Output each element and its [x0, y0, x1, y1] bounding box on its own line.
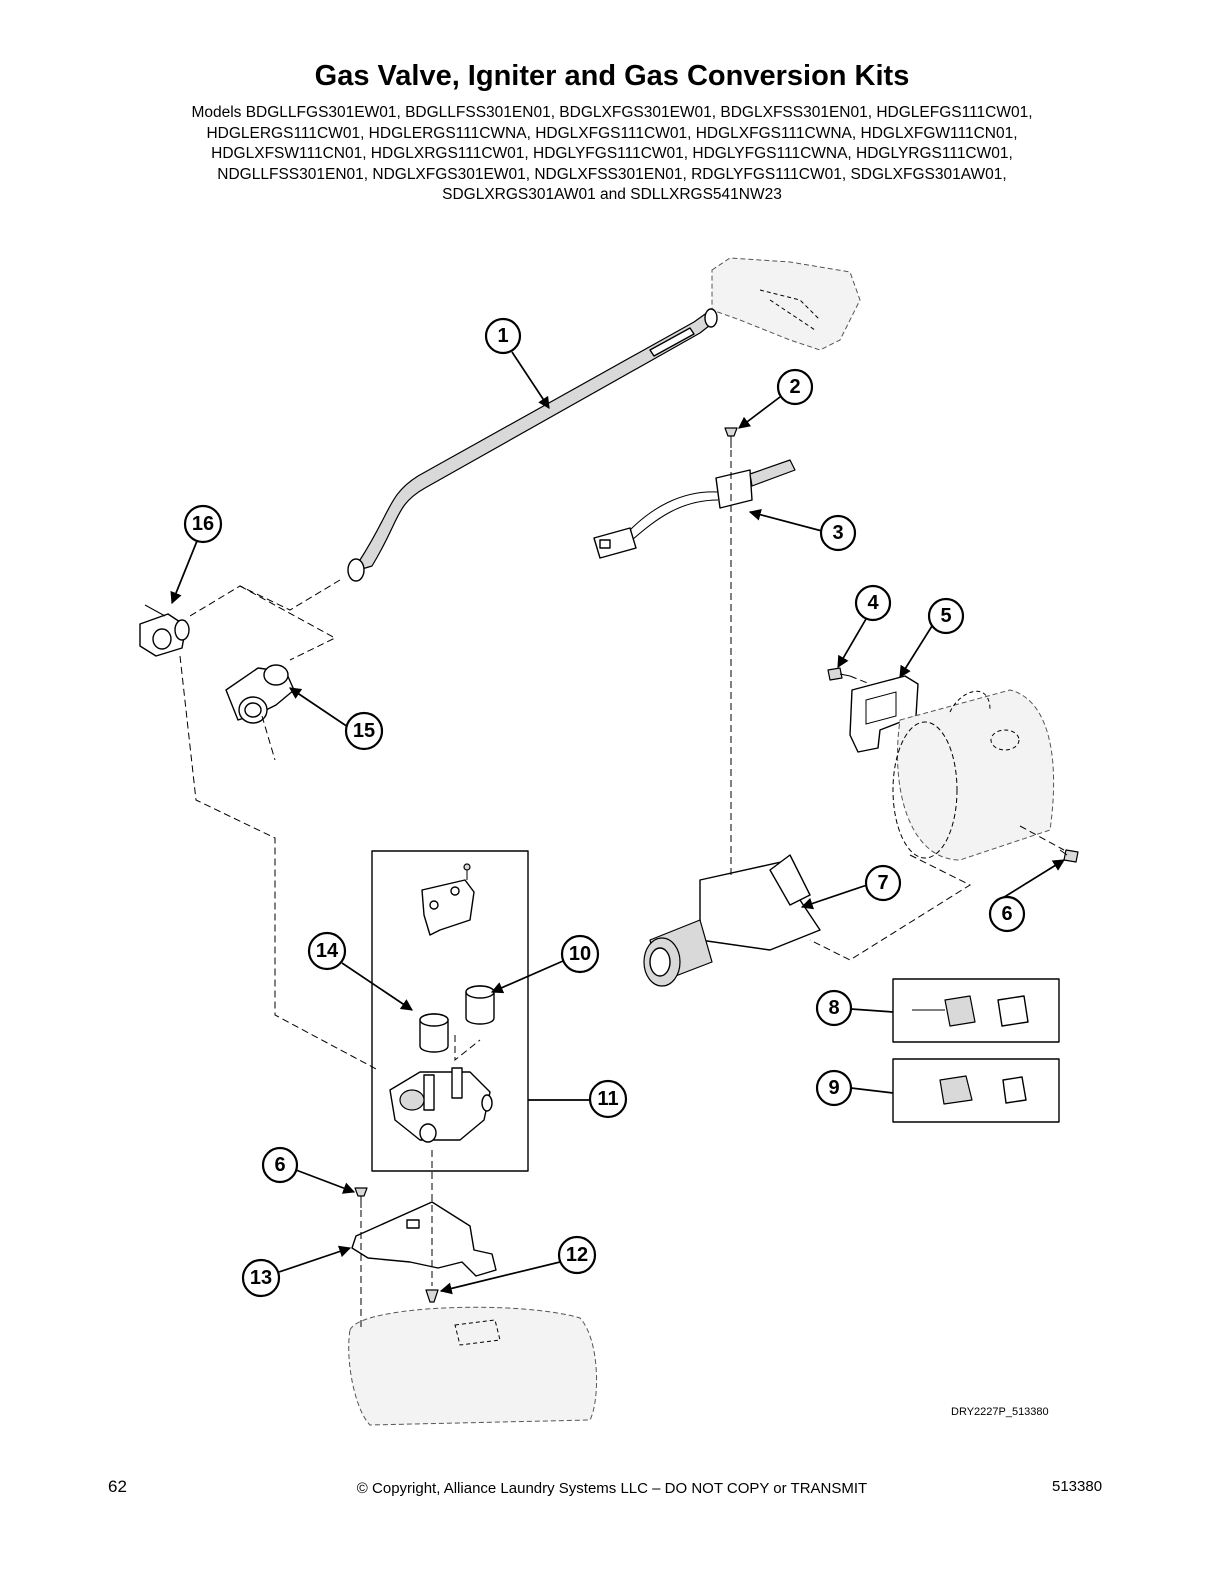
svg-text:5: 5 [940, 605, 951, 627]
callout-12: 12 [557, 1235, 597, 1275]
page-title: Gas Valve, Igniter and Gas Conversion Ki… [314, 60, 910, 92]
model-list-line: HDGLERGS111CW01, HDGLERGS111CWNA, HDGLXF… [206, 124, 1018, 142]
igniter-part [593, 459, 796, 559]
model-list-line: NDGLLFSS301EN01, NDGLXFGS301EW01, NDGLXF… [217, 165, 1007, 183]
svg-text:16: 16 [192, 513, 214, 535]
svg-text:8: 8 [828, 997, 839, 1019]
drawing-reference: DRY2227P_513380 [951, 1406, 1049, 1418]
leader-lines [170, 351, 1066, 1295]
frame-bracket-ghost [711, 257, 861, 351]
gas-pipe-part [347, 308, 718, 582]
callout-9: 9 [815, 1069, 853, 1107]
svg-text:6: 6 [1001, 903, 1012, 925]
igniter-bracket-part [849, 675, 919, 753]
callout-3: 3 [819, 514, 857, 552]
assembly-guide-lines [179, 450, 1065, 1330]
conversion-kit-box [892, 1058, 1060, 1123]
screw-part [724, 427, 738, 448]
svg-text:4: 4 [867, 592, 879, 614]
svg-text:13: 13 [250, 1267, 272, 1289]
svg-text:1: 1 [497, 325, 508, 347]
svg-text:9: 9 [828, 1077, 839, 1099]
page-number: 62 [108, 1477, 127, 1496]
callout-6-left: 6 [261, 1146, 299, 1184]
screw-part [827, 667, 851, 681]
screw-part [425, 1289, 439, 1303]
callout-10: 10 [560, 934, 600, 974]
shutoff-valve-part [139, 604, 190, 657]
model-list-line: HDGLXFSW111CN01, HDGLXRGS111CW01, HDGLYF… [211, 145, 1013, 162]
callout-8: 8 [815, 989, 853, 1027]
document-number: 513380 [1052, 1478, 1103, 1495]
callout-16: 16 [183, 504, 223, 544]
callout-4: 4 [854, 584, 892, 622]
svg-text:2: 2 [789, 376, 800, 398]
callout-15: 15 [344, 711, 384, 751]
callout-11: 11 [588, 1079, 628, 1119]
conversion-kit-box [892, 978, 1060, 1043]
callout-6-right: 6 [988, 895, 1026, 933]
copyright-notice: © Copyright, Alliance Laundry Systems LL… [356, 1480, 868, 1497]
callout-2: 2 [776, 368, 814, 406]
callout-14: 14 [307, 931, 347, 971]
svg-text:3: 3 [832, 522, 843, 544]
svg-text:15: 15 [353, 720, 375, 742]
svg-text:11: 11 [597, 1088, 618, 1110]
svg-text:12: 12 [566, 1244, 588, 1266]
svg-text:10: 10 [569, 943, 591, 965]
solenoid-coil-part [419, 1013, 449, 1053]
solenoid-coil-part [465, 985, 495, 1025]
callout-13: 13 [241, 1258, 281, 1298]
svg-text:7: 7 [877, 872, 888, 894]
callout-5: 5 [927, 597, 965, 635]
callout-7: 7 [864, 864, 902, 902]
gas-valve-assembly [371, 850, 529, 1172]
svg-text:14: 14 [316, 940, 339, 962]
valve-bracket-part [351, 1201, 497, 1277]
callout-1: 1 [484, 317, 522, 355]
model-list: Models BDGLLFGS301EW01, BDGLLFSS301EN01,… [100, 103, 1124, 206]
screw-part [1059, 849, 1079, 863]
model-list-line: SDGLXRGS301AW01 and SDLLXRGS541NW23 [442, 186, 782, 203]
svg-text:6: 6 [274, 1154, 285, 1176]
elbow-fitting-part [225, 664, 295, 724]
model-list-line: Models BDGLLFGS301EW01, BDGLLFSS301EN01,… [191, 104, 1033, 121]
screw-part [354, 1187, 368, 1208]
burner-tube-part [643, 854, 821, 987]
base-ghost [348, 1306, 597, 1426]
burner-housing-ghost [892, 689, 1055, 861]
